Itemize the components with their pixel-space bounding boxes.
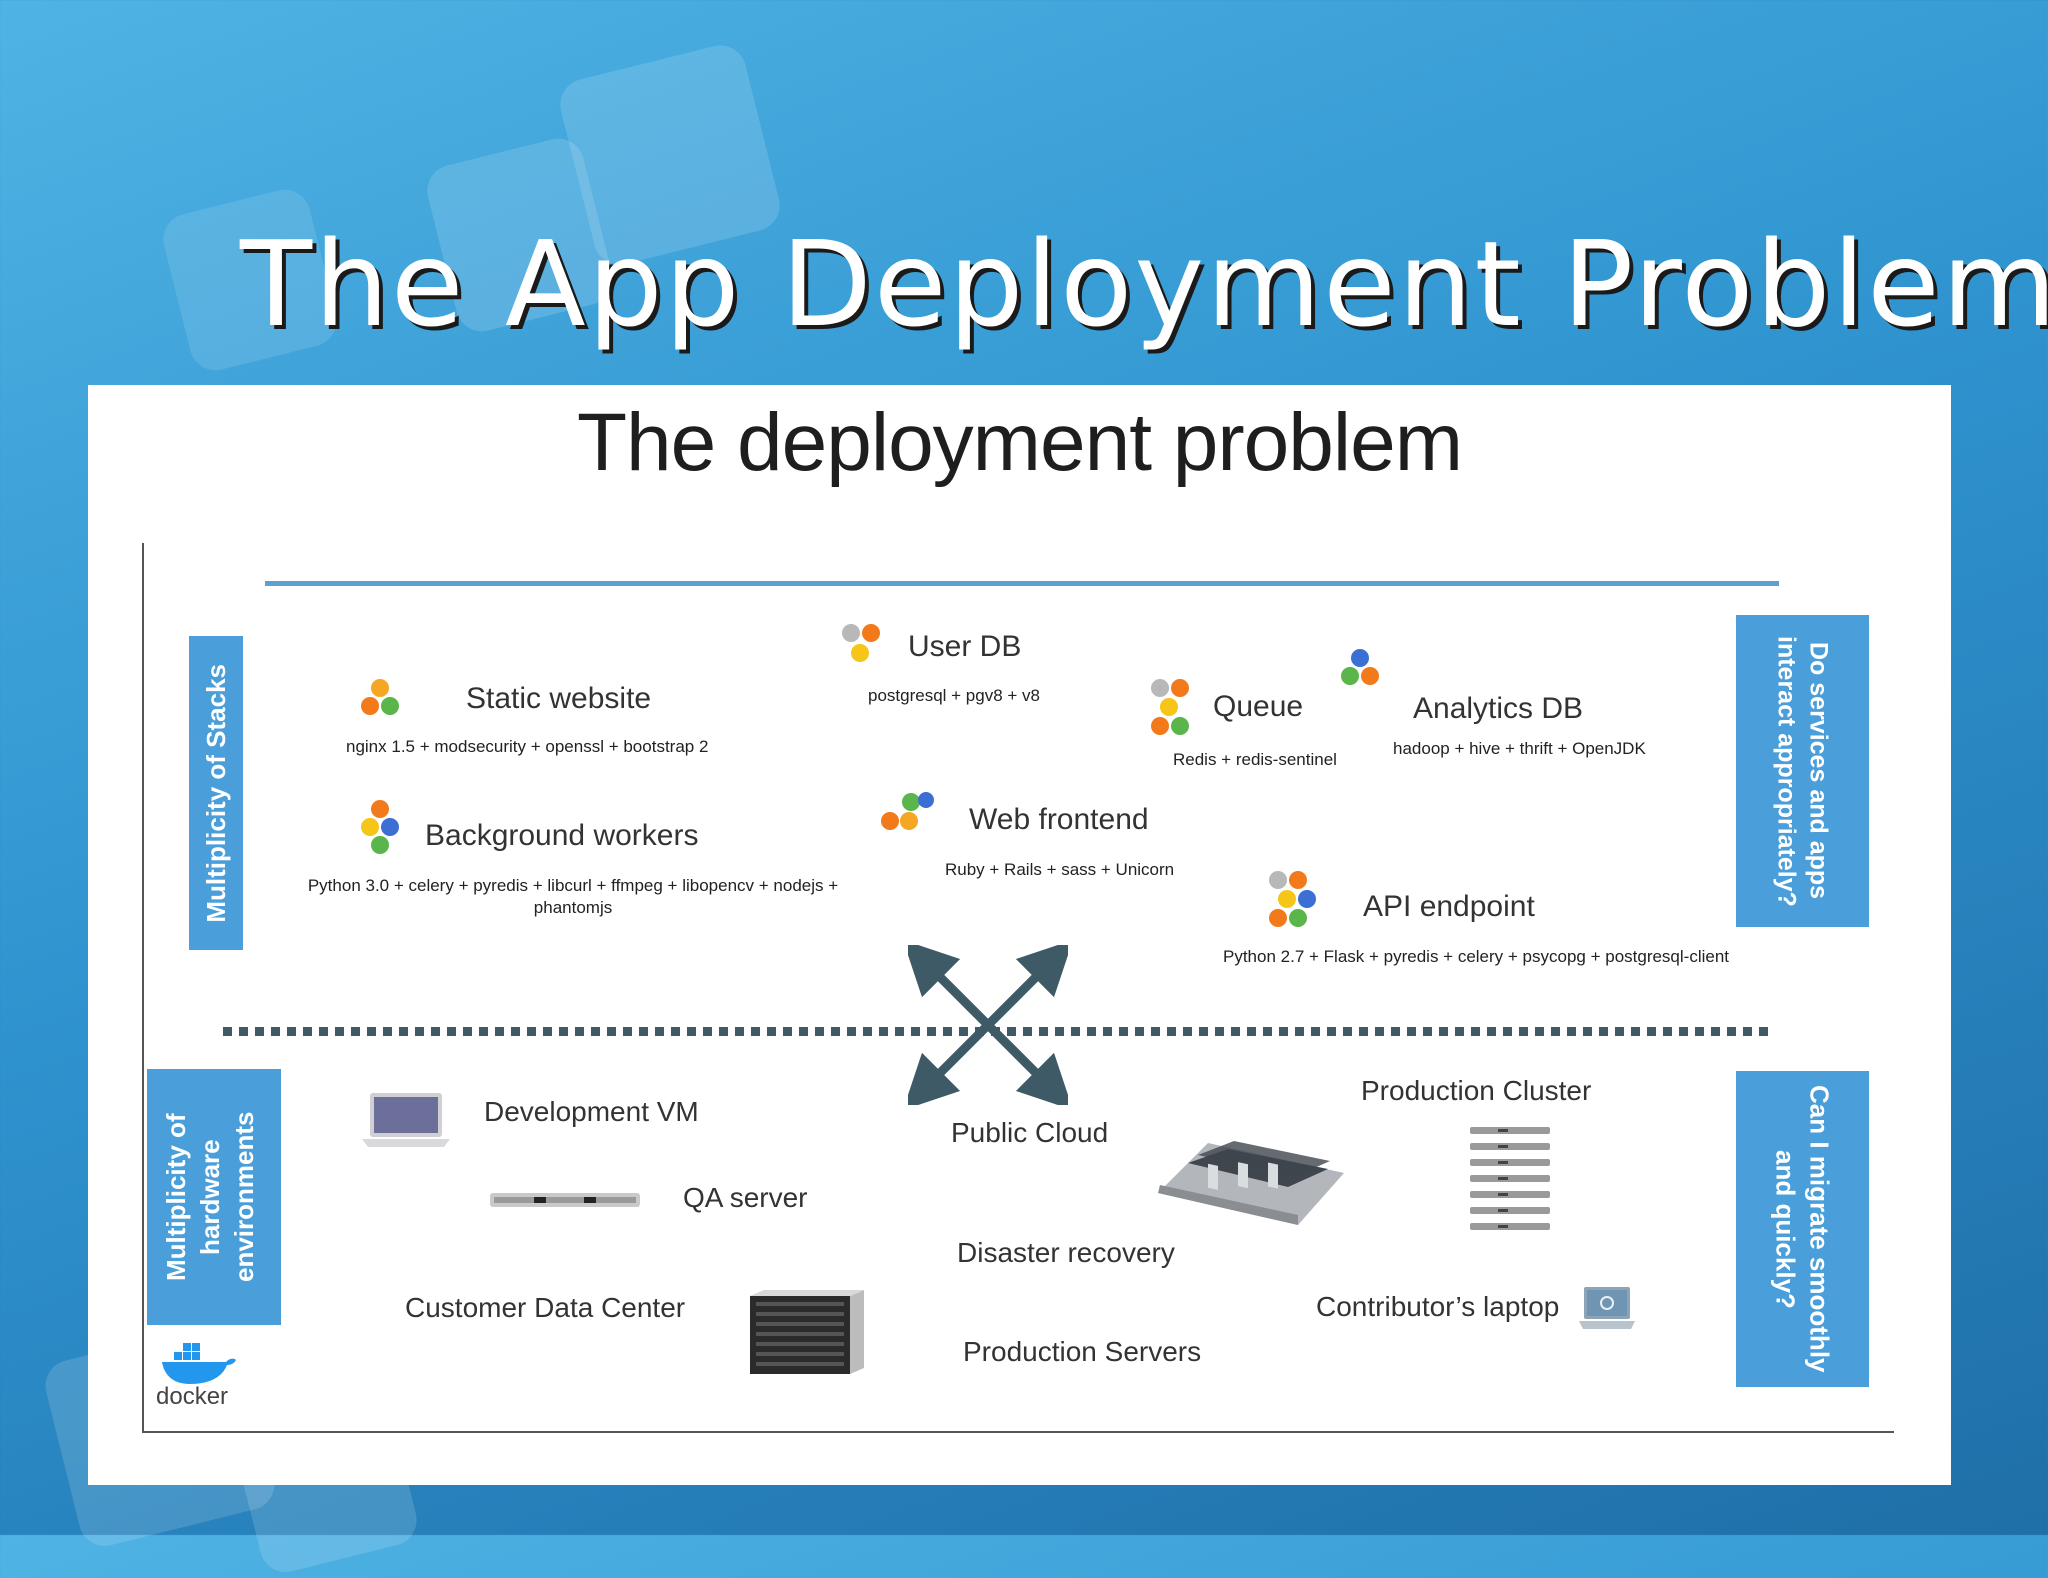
environment-label: Production Cluster — [1361, 1075, 1592, 1106]
horizontal-axis-line — [142, 1431, 1894, 1433]
hexagon-cluster-icon — [842, 624, 880, 662]
vertical-axis-line — [142, 543, 144, 1433]
side-label-interact-text: Do services and apps interact appropriat… — [1772, 635, 1833, 907]
side-label-stacks: Multiplicity of Stacks — [189, 636, 243, 950]
environment-label: Development VM — [484, 1096, 699, 1127]
service-stack: Redis + redis-sentinel — [1173, 750, 1337, 769]
rack-server-icon — [490, 1193, 640, 1207]
service-name: Analytics DB — [1413, 692, 1584, 725]
cross-arrows-icon — [908, 945, 1068, 1105]
side-label-stacks-text: Multiplicity of Stacks — [200, 663, 231, 923]
side-label-migrate: Can I migrate smoothly and quickly? — [1736, 1071, 1869, 1387]
environment-label: Production Servers — [963, 1336, 1202, 1367]
docker-logo-text: docker — [156, 1383, 229, 1410]
service-name: API endpoint — [1363, 890, 1535, 923]
diagram-panel: The deployment problem Multiplicity of S… — [88, 385, 1951, 1485]
hexagon-cluster-icon — [1151, 679, 1189, 735]
environment-label: Public Cloud — [951, 1117, 1109, 1148]
environment-label: Customer Data Center — [405, 1292, 686, 1323]
hexagon-cluster-icon — [1269, 871, 1316, 927]
environment-label: Disaster recovery — [957, 1237, 1175, 1268]
server-cluster-icon — [1158, 1141, 1344, 1225]
stacks-top-line — [265, 581, 1779, 586]
environment-label: QA server — [683, 1182, 808, 1213]
hexagon-cluster-icon — [881, 792, 934, 830]
environment-label: Contributor’s laptop — [1316, 1291, 1560, 1322]
server-chassis-icon — [750, 1290, 864, 1374]
side-label-migrate-text: Can I migrate smoothly and quickly? — [1770, 1085, 1835, 1373]
server-stack-icon — [1470, 1127, 1550, 1230]
service-name: Queue — [1213, 690, 1304, 723]
service-stack: Ruby + Rails + sass + Unicorn — [945, 860, 1175, 879]
service-name: User DB — [908, 630, 1022, 663]
side-label-hardware: Multiplicity of hardware environments — [147, 1069, 281, 1325]
diagram-heading: The deployment problem — [576, 397, 1463, 488]
hexagon-cluster-icon — [361, 800, 399, 854]
service-stack: hadoop + hive + thrift + OpenJDK — [1393, 739, 1646, 758]
side-label-hardware-text: Multiplicity of hardware environments — [161, 1111, 259, 1283]
service-stack: nginx 1.5 + modsecurity + openssl + boot… — [346, 737, 709, 756]
service-name: Web frontend — [969, 803, 1149, 836]
service-stack: postgresql + pgv8 + v8 — [868, 686, 1041, 705]
side-label-interact: Do services and apps interact appropriat… — [1736, 615, 1869, 927]
service-name: Background workers — [425, 819, 699, 852]
dell-laptop-icon — [1579, 1287, 1635, 1329]
laptop-icon — [362, 1093, 450, 1147]
docker-whale-icon — [162, 1343, 236, 1384]
slide-title: The App Deployment Problem — [240, 215, 2048, 353]
service-stack: Python 2.7 + Flask + pyredis + celery + … — [1223, 947, 1730, 966]
hexagon-cluster-icon — [1341, 649, 1379, 685]
service-stack: Python 3.0 + celery + pyredis + libcurl … — [307, 876, 839, 917]
service-name: Static website — [466, 682, 652, 715]
hexagon-cluster-icon — [361, 679, 399, 715]
